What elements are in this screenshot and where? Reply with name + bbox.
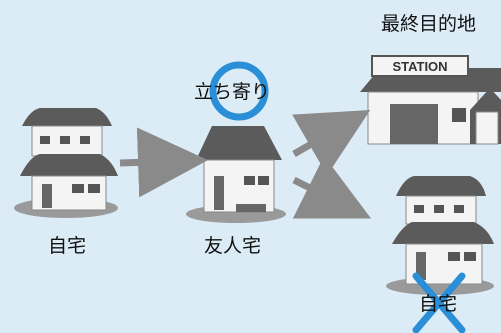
home-house-illustration <box>14 108 118 218</box>
arrow-friend-to-station <box>292 110 371 176</box>
cross-mark <box>412 272 466 333</box>
stopover-circle-mark <box>209 61 269 121</box>
home-house-crossed-illustration <box>386 176 494 295</box>
label-stopover: 立ち寄り <box>194 81 271 103</box>
label-home-crossed: 自宅 <box>419 293 458 315</box>
label-friend-house: 友人宅 <box>204 235 262 257</box>
arrow-home-to-friend <box>119 127 208 198</box>
station-illustration <box>360 55 501 145</box>
label-final-destination: 最終目的地 <box>381 13 477 35</box>
label-home: 自宅 <box>48 235 87 257</box>
arrow-friend-to-home <box>292 155 372 219</box>
station-sign-text: STATION <box>392 59 447 74</box>
friend-house-illustration <box>186 126 286 223</box>
